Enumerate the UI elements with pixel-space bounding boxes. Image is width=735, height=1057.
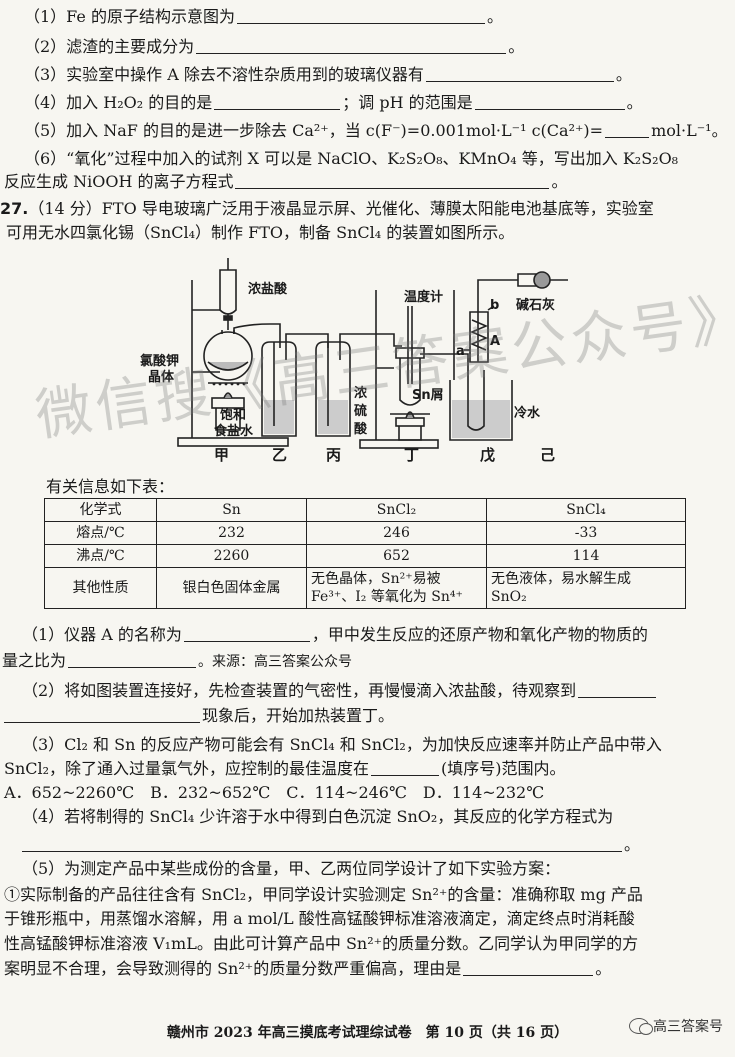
label-h2so4-3: 酸: [354, 422, 368, 437]
q27-4-line-2: 。: [0, 834, 735, 856]
wechat-icon: [629, 1018, 653, 1035]
q27-5-line-3: 于锥形瓶中，用蒸馏水溶解，用 a mol/L 酸性高锰酸钾标准溶液滴定，滴定终点…: [4, 909, 635, 928]
blank: [4, 707, 200, 723]
q27-1-line-1: （1）仪器 A 的名称为，甲中发生反应的还原产物和氧化产物的物质的: [22, 625, 648, 644]
blank: [235, 173, 550, 189]
label-hcl: 浓盐酸: [248, 282, 288, 297]
dropping-funnel: [219, 269, 237, 315]
label-nacl: 饱和: [220, 408, 247, 423]
label-h2so4-2: 硫: [354, 404, 368, 419]
label-a: a: [456, 344, 465, 359]
table-intro: 有关信息如下表：: [46, 477, 175, 496]
blank: [68, 652, 197, 668]
blank: [463, 960, 594, 976]
table-row: 沸点/℃ 2260 652 114: [44, 544, 686, 568]
blank: [371, 760, 440, 776]
station-yi: 乙: [272, 446, 288, 464]
blank: [474, 94, 625, 110]
blank: [196, 38, 507, 54]
q27-5-line-4: 性高锰酸钾标准溶液 V₁mL。由此可计算产品中 Sn²⁺的质量分数。乙同学认为甲…: [4, 934, 639, 953]
wechat-badge: 高三答案号: [629, 1016, 723, 1036]
property-table: 化学式 Sn SnCl₂ SnCl₄ 熔点/℃ 232 246 -33 沸点/℃…: [44, 498, 686, 609]
q27-3-line-2: SnCl₂，除了通入过量氯气外，应控制的最佳温度在(填序号)范围内。: [4, 759, 566, 778]
apparatus-diagram: 浓盐酸 氯酸钾 晶体 饱和 食盐水 浓 硫 酸 温度计 Sn屑 碱石灰 A a …: [140, 250, 600, 465]
blank: [214, 94, 341, 110]
label-kclo3-2: 晶体: [148, 370, 175, 385]
table-row: 其他性质 银白色固体金属 无色晶体，Sn²⁺易被 Fe³⁺、I₂ 等氧化为 Sn…: [44, 567, 686, 609]
table-row: 熔点/℃ 232 246 -33: [44, 521, 686, 545]
q27-1-line-2: 量之比为。来源：高三答案公众号: [2, 651, 353, 670]
station-wu: 戊: [480, 446, 496, 464]
apparatus-svg: [177, 258, 568, 449]
q27-5-line-5: 案明显不合理，会导致测得的 Sn²⁺的质量分数严重偏高，理由是。: [4, 959, 612, 978]
q-line-1: （1）Fe 的原子结构示意图为。: [24, 7, 503, 26]
station-jia: 甲: [214, 446, 230, 464]
q27-5-line-1: （5）为测定产品中某些成份的含量，甲、乙两位同学设计了如下实验方案：: [22, 859, 561, 878]
label-thermometer: 温度计: [404, 290, 444, 305]
blank: [605, 122, 650, 138]
label-a-cap: A: [490, 334, 501, 349]
label-water: 冷水: [514, 406, 541, 421]
label-h2so4: 浓: [354, 386, 368, 401]
label-kclo3: 氯酸钾: [140, 354, 180, 369]
label-lime: 碱石灰: [516, 298, 556, 313]
label-b: b: [490, 298, 500, 313]
blank: [578, 682, 657, 698]
q27-intro-line-1: 27.（14 分）FTO 导电玻璃广泛用于液晶显示屏、光催化、薄膜太阳能电池基底…: [0, 199, 654, 218]
wash-bottle-bing: [315, 341, 351, 437]
blank: [236, 8, 485, 24]
q27-4-line-1: （4）若将制得的 SnCl₄ 少许溶于水中得到白色沉淀 SnO₂，其反应的化学方…: [22, 807, 614, 826]
station-ji: 己: [540, 446, 556, 464]
q-line-3: （3）实验室中操作 A 除去不溶性杂质用到的玻璃仪器有。: [24, 65, 632, 84]
page-footer: 赣州市 2023 年高三摸底考试理综试卷 第 10 页（共 16 页）: [166, 1025, 569, 1041]
station-bing: 丙: [326, 446, 342, 464]
blank: [22, 836, 622, 852]
station-ding: 丁: [404, 446, 420, 464]
q27-intro-line-2: 可用无水四氯化锡（SnCl₄）制作 FTO，制备 SnCl₄ 的装置如图所示。: [6, 223, 515, 242]
q-line-7: 反应生成 NiOOH 的离子方程式。: [4, 172, 568, 191]
q27-2-line-2: 现象后，开始加热装置丁。: [0, 705, 735, 727]
label-nacl-2: 食盐水: [214, 424, 254, 439]
blank: [425, 66, 614, 82]
q27-3-options: A．652~2260℃ B．232~652℃ C．114~246℃ D．114~…: [4, 783, 545, 802]
wash-bottle-yi: [261, 341, 297, 437]
label-sn: Sn屑: [412, 388, 444, 403]
stand-base-jia: [177, 437, 289, 447]
question-number: 27.: [0, 199, 29, 218]
q-line-5: （5）加入 NaF 的目的是进一步除去 Ca²⁺，当 c(F⁻)=0.001mo…: [24, 121, 728, 140]
q27-3-line-1: （3）Cl₂ 和 Sn 的反应产物可能会有 SnCl₄ 和 SnCl₂，为加快反…: [22, 735, 662, 754]
q-line-4: （4）加入 H₂O₂ 的目的是；调 pH 的范围是。: [24, 93, 643, 112]
q-line-6: （6）“氧化”过程中加入的试剂 X 可以是 NaClO、K₂S₂O₈、KMnO₄…: [24, 149, 679, 168]
q27-2-line-1: （2）将如图装置连接好，先检查装置的气密性，再慢慢滴入浓盐酸，待观察到: [0, 680, 735, 702]
table-header-row: 化学式 Sn SnCl₂ SnCl₄: [44, 498, 686, 522]
q-line-2: （2）滤渣的主要成分为。: [24, 37, 525, 56]
condenser-a: [469, 311, 489, 363]
beaker-wu: [449, 380, 513, 441]
blank: [183, 626, 310, 642]
q27-5-line-2: ①实际制备的产品往往含有 SnCl₂，甲同学设计实验测定 Sn²⁺的含量：准确称…: [4, 885, 643, 904]
round-flask: [203, 331, 253, 381]
